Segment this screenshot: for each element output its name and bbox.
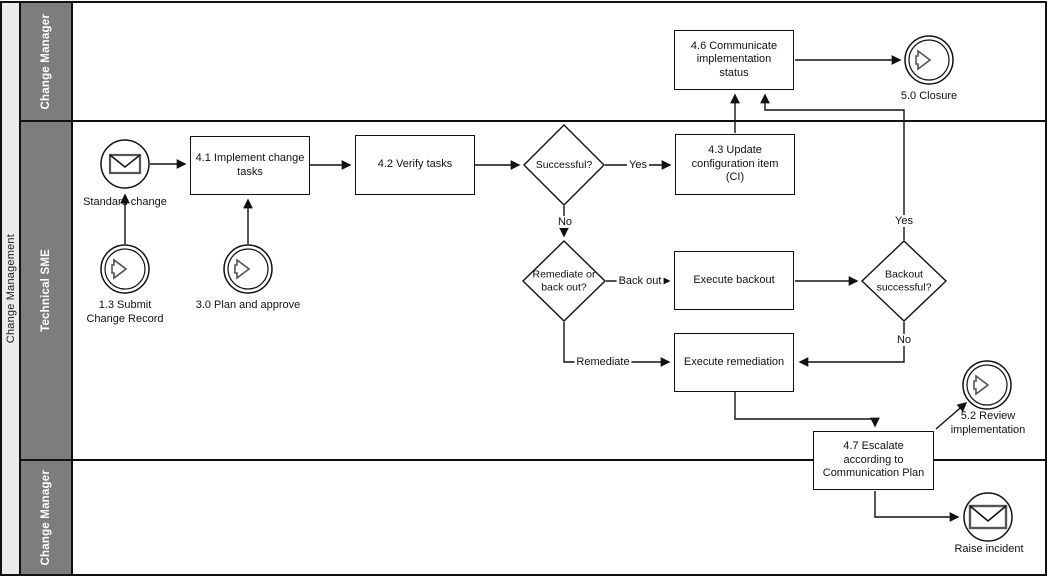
edge-label-backout-no: No bbox=[894, 334, 914, 346]
link-arrow-icon bbox=[111, 258, 128, 280]
message-icon bbox=[968, 504, 1008, 530]
event-13-submit-change-record[interactable] bbox=[100, 244, 150, 294]
edge-label-remediate: Remediate bbox=[574, 356, 632, 368]
pool-header: Change Management bbox=[2, 3, 21, 574]
lane-header-technical-sme: Technical SME bbox=[21, 122, 73, 459]
gateway-remediate-or-backout-label: Remediate or back out? bbox=[532, 268, 596, 294]
gateway-backout-successful-label: Backout successful? bbox=[876, 268, 932, 294]
event-50-closure[interactable] bbox=[904, 35, 954, 85]
lanes: Change Manager Technical SME Change Mana… bbox=[21, 3, 1045, 574]
event-52-review-implementation[interactable] bbox=[962, 360, 1012, 410]
task-41-implement-change-tasks[interactable]: 4.1 Implement change tasks bbox=[190, 136, 310, 195]
task-execute-remediation[interactable]: Execute remediation bbox=[674, 333, 794, 392]
start-event-standard-change[interactable] bbox=[100, 139, 150, 189]
edge-label-successful-no: No bbox=[555, 216, 575, 228]
task-46-communicate-implementation-status[interactable]: 4.6 Communicate implementation status bbox=[674, 30, 794, 90]
flow-47-to-raiseincident bbox=[874, 491, 960, 522]
lane-technical-sme: Technical SME bbox=[21, 120, 1045, 459]
event-30-label: 3.0 Plan and approve bbox=[195, 299, 301, 311]
message-icon bbox=[108, 153, 142, 175]
event-30-plan-and-approve[interactable] bbox=[223, 244, 273, 294]
edge-label-back-out: Back out bbox=[616, 275, 664, 287]
flow-backout-no-to-remediation bbox=[798, 322, 905, 367]
link-arrow-icon bbox=[915, 49, 932, 71]
link-arrow-icon bbox=[973, 374, 990, 396]
link-arrow-icon bbox=[234, 258, 251, 280]
task-execute-backout[interactable]: Execute backout bbox=[674, 251, 794, 310]
start-event-label: Standard change bbox=[83, 196, 167, 208]
lane-header-change-manager-top: Change Manager bbox=[21, 3, 73, 120]
lane-change-manager-bottom: Change Manager bbox=[21, 459, 1045, 574]
flow-47-to-review bbox=[935, 402, 968, 430]
task-42-verify-tasks[interactable]: 4.2 Verify tasks bbox=[355, 135, 475, 195]
raise-incident-label: Raise incident bbox=[954, 543, 1024, 555]
end-event-raise-incident[interactable] bbox=[963, 492, 1013, 542]
gateway-backout-successful[interactable] bbox=[860, 240, 948, 322]
lane-header-change-manager-bottom: Change Manager bbox=[21, 461, 73, 574]
gateway-successful[interactable] bbox=[523, 124, 605, 206]
flow-remediation-to-47 bbox=[734, 392, 880, 428]
event-52-label: 5.2 Review implementation bbox=[950, 410, 1026, 436]
event-50-label: 5.0 Closure bbox=[900, 90, 958, 102]
edge-label-backout-yes: Yes bbox=[893, 215, 915, 227]
event-13-label: 1.3 Submit Change Record bbox=[86, 299, 164, 325]
task-47-escalate-communication-plan[interactable]: 4.7 Escalate according to Communication … bbox=[813, 431, 934, 490]
lane-change-manager-top: Change Manager bbox=[21, 3, 1045, 120]
flow-remediate-to-remediation bbox=[563, 322, 671, 367]
gateway-successful-label: Successful? bbox=[535, 158, 593, 171]
flow-backout-yes-to-46 bbox=[760, 93, 905, 240]
gateway-remediate-or-backout[interactable] bbox=[521, 240, 607, 322]
edge-label-successful-yes: Yes bbox=[627, 159, 649, 171]
task-43-update-configuration-item[interactable]: 4.3 Update configuration item (CI) bbox=[675, 134, 795, 195]
